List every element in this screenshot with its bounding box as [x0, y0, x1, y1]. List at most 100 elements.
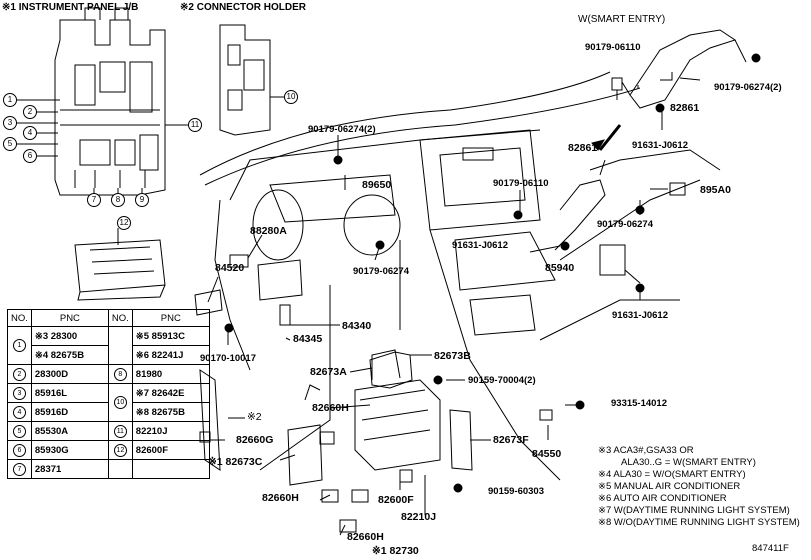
label-84345: 84345	[293, 333, 323, 345]
pnc-cell: 81980	[131, 364, 210, 384]
label-82660h-b: 82660H	[262, 492, 299, 504]
callout-5: 5	[3, 137, 17, 151]
label-93315-14012: 93315-14012	[611, 398, 667, 409]
pnc-cell: ※8 82675B	[131, 402, 210, 422]
label-84520: 84520	[215, 262, 245, 274]
label-91631-j0612-c: 91631-J0612	[612, 310, 668, 321]
row-no-2: 8	[113, 367, 127, 381]
pnc-cell: ※6 82241J	[131, 345, 210, 365]
pnc-cell: ※3 28300	[30, 326, 109, 346]
col-pnc-2: PNC	[131, 309, 210, 327]
col-no-2: NO.	[107, 309, 133, 327]
callout-8: 8	[111, 193, 125, 207]
callout-11: 11	[188, 118, 202, 132]
label-90179-06110-b: 90179-06110	[493, 178, 549, 189]
label-895a0: 895A0	[700, 184, 731, 196]
small-parts	[194, 182, 686, 533]
label-82730: ※1 82730	[372, 545, 419, 557]
connector-holder-drawing	[219, 24, 284, 136]
instrument-panel-jb-drawing	[54, 7, 166, 196]
label-82673c: ※1 82673C	[208, 456, 263, 468]
pnc-cell: ※4 82675B	[30, 345, 109, 365]
table-row: 7 28371	[7, 459, 210, 479]
label-90179-06274-2-a: 90179-06274(2)	[714, 82, 782, 93]
connector-holder-header: ※2 CONNECTOR HOLDER	[180, 2, 306, 13]
callout-10: 10	[284, 90, 298, 104]
pnc-cell: 85916D	[30, 402, 109, 422]
label-90159-70004: 90159-70004(2)	[468, 375, 536, 386]
callout-9: 9	[135, 193, 149, 207]
label-90159-60303: 90159-60303	[488, 486, 544, 497]
callout-6: 6	[23, 149, 37, 163]
module-12-drawing	[74, 228, 166, 301]
pnc-cell: 82210J	[131, 421, 210, 441]
row-no: 2	[12, 367, 26, 381]
note-3b: ALA30..G = W(SMART ENTRY)	[621, 457, 756, 468]
diagram-id: 847411F	[752, 543, 789, 554]
pnc-table-header: NO. PNC NO. PNC	[7, 309, 210, 327]
row-no: 6	[12, 443, 26, 457]
callout-4: 4	[23, 126, 37, 140]
fasteners	[224, 53, 761, 493]
jb-leader-lines	[16, 99, 188, 198]
table-row: 6 85930G 12 82600F	[7, 440, 210, 460]
instrument-panel-header: ※1 INSTRUMENT PANEL J/B	[2, 2, 139, 13]
label-82861-a: 82861	[670, 102, 700, 114]
pnc-cell: ※7 82642E	[131, 383, 210, 403]
table-row: 5 85530A 11 82210J	[7, 421, 210, 441]
pnc-cell: 82600F	[131, 440, 210, 460]
pnc-cell: 85930G	[30, 440, 109, 460]
row-no-2: 12	[113, 443, 127, 457]
note-3a: ※3 ACA3#,GSA33 OR	[598, 445, 694, 456]
label-89650: 89650	[362, 179, 392, 191]
callout-3: 3	[3, 116, 17, 130]
label-90179-06274-a: 90179-06274	[353, 266, 409, 277]
row-no: 5	[12, 424, 26, 438]
callout-7: 7	[87, 193, 101, 207]
label-82673f: 82673F	[493, 434, 529, 446]
label-90179-06274-b: 90179-06274	[597, 219, 653, 230]
pnc-cell: 28300D	[30, 364, 109, 384]
label-82210j: 82210J	[401, 511, 437, 523]
label-90170-10017: 90170-10017	[200, 353, 256, 364]
label-82673b: 82673B	[434, 350, 471, 362]
row-no: 7	[12, 462, 26, 476]
bracket-82673-drawing	[369, 351, 413, 389]
pnc-cell: 28371	[30, 459, 109, 479]
table-row: 2 28300D 8 81980	[7, 364, 210, 384]
label-82600f: 82600F	[378, 494, 414, 506]
row-no: 3	[12, 386, 26, 400]
label-82660h-a: 82660H	[312, 402, 349, 414]
label-82660g: 82660G	[236, 434, 274, 446]
note-4: ※4 ALA30 = W/O(SMART ENTRY)	[598, 469, 746, 480]
label-84550: 84550	[532, 448, 562, 460]
label-91631-j0612-b: 91631-J0612	[452, 240, 508, 251]
label-84340: 84340	[342, 320, 372, 332]
callout-1: 1	[3, 93, 17, 107]
pnc-cell: 85916L	[30, 383, 109, 403]
label-91631-j0612-a: 91631-J0612	[632, 140, 688, 151]
row-no-2: 10	[113, 396, 127, 409]
note-5: ※5 MANUAL AIR CONDITIONER	[598, 481, 741, 492]
label-90179-06110-a: 90179-06110	[585, 42, 641, 53]
table-row: 3 85916L 10 ※7 82642E	[7, 383, 210, 422]
pnc-cell: ※5 85913C	[131, 326, 210, 346]
smart-entry-bracket-drawing	[591, 29, 747, 151]
col-pnc: PNC	[30, 309, 109, 327]
label-90179-06274-2-b: 90179-06274(2)	[308, 124, 376, 135]
label-star2: ※2	[247, 411, 262, 423]
row-no: 1	[12, 339, 26, 352]
label-82673a: 82673A	[310, 366, 347, 378]
label-82861-b: 82861	[568, 142, 598, 154]
table-row: 1 ※3 28300 ※5 85913C	[7, 326, 210, 365]
label-88280a: 88280A	[250, 225, 287, 237]
dashboard-drawing	[199, 71, 721, 481]
row-no-2: 11	[113, 424, 127, 438]
callout-12: 12	[117, 216, 131, 230]
table-row: ※4 82675B ※6 82241J	[8, 345, 210, 365]
smart-entry-header: W(SMART ENTRY)	[578, 14, 666, 25]
pnc-cell: 85530A	[30, 421, 109, 441]
pnc-table: NO. PNC NO. PNC 1 ※3 28300 ※5 85913C ※4 …	[7, 309, 210, 479]
row-no: 4	[12, 405, 26, 419]
